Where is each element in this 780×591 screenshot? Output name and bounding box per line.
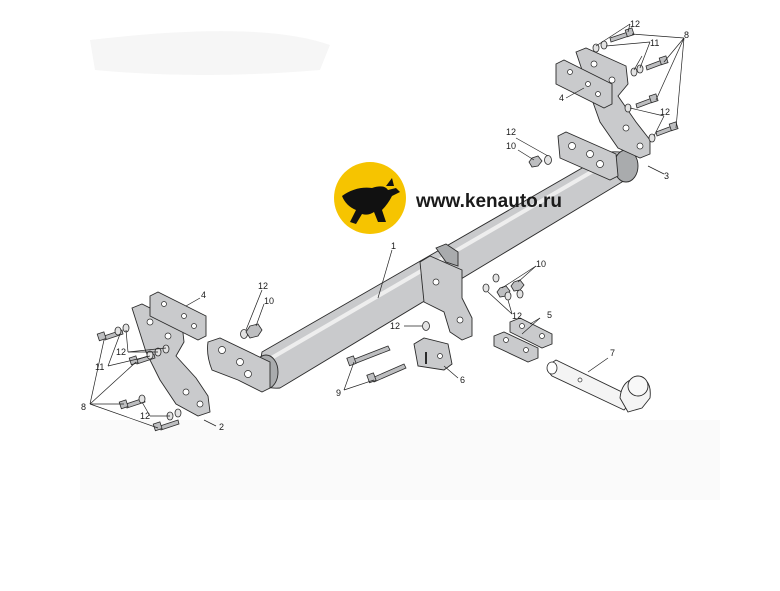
spacers (493, 317, 553, 363)
background-shading (90, 31, 330, 75)
socket-plate (413, 337, 453, 371)
center-washers (422, 321, 430, 331)
leader-lines (89, 23, 685, 429)
mid-nuts (482, 273, 525, 301)
callout-10-left: 10 (264, 296, 274, 306)
callout-3: 3 (664, 171, 669, 181)
website-address[interactable]: www.kenauto.ru (415, 191, 562, 212)
right-bolts (592, 27, 679, 143)
callout-1: 1 (391, 241, 396, 251)
callout-labels: 1 2 3 4 4 5 6 7 8 8 9 10 10 10 11 11 12 … (81, 19, 689, 432)
callout-6: 6 (460, 375, 465, 385)
callout-5: 5 (547, 310, 552, 320)
callout-12-left-low: 12 (140, 411, 150, 421)
callout-12-right-b: 12 (660, 107, 670, 117)
center-bolts (346, 345, 407, 384)
background-shading (80, 420, 720, 500)
callout-12-left-group: 12 (116, 347, 126, 357)
callout-12-mid: 12 (512, 311, 522, 321)
callout-2: 2 (219, 422, 224, 432)
callout-11-right: 11 (650, 38, 659, 48)
left-plate (149, 291, 207, 341)
callout-4-left: 4 (201, 290, 206, 300)
callout-10-mid: 10 (536, 259, 546, 269)
callout-4-right: 4 (559, 93, 564, 103)
left-bracket (131, 303, 211, 417)
tow-ball (546, 359, 651, 413)
left-nuts (240, 323, 263, 339)
center-bracket (419, 243, 473, 341)
callout-12-right-a: 12 (630, 19, 640, 29)
kangaroo-icon (342, 178, 400, 224)
callout-12-left-top: 12 (258, 281, 268, 291)
callout-10-top: 10 (506, 141, 516, 151)
tube-left-end-plate (207, 337, 271, 393)
callout-9: 9 (336, 388, 341, 398)
right-plate (555, 59, 613, 109)
callout-8-right: 8 (684, 30, 689, 40)
callout-12-top: 12 (506, 127, 516, 137)
callout-11-left: 11 (95, 362, 104, 372)
kenauto-logo: www.kenauto.ru (334, 162, 562, 234)
top-nuts (528, 155, 552, 168)
tube-right-end-plate (557, 131, 619, 181)
callout-8-left: 8 (81, 402, 86, 412)
callout-12-center: 12 (390, 321, 400, 331)
callout-7: 7 (610, 348, 615, 358)
left-washers (114, 323, 182, 421)
